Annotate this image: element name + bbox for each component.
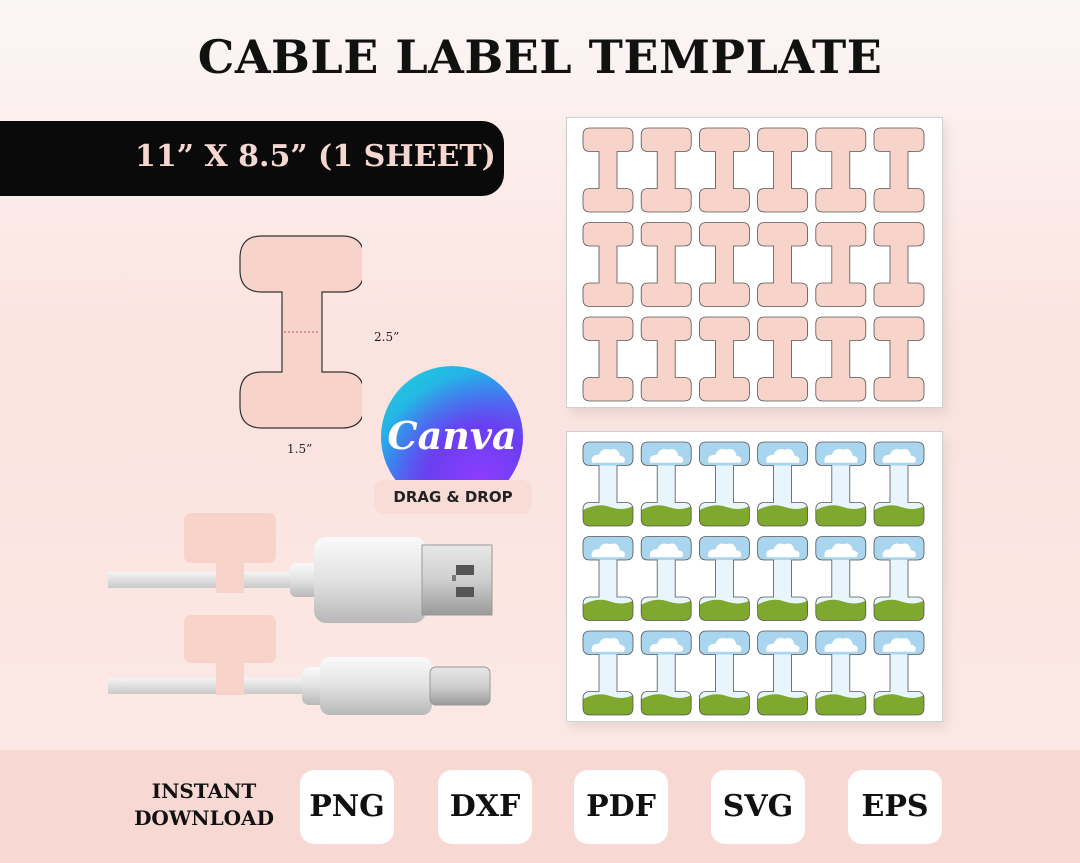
sheet-label [640,630,692,716]
sheet-label [640,536,692,621]
sheet-label [640,316,692,402]
sheet-label [815,222,867,307]
cable-illustration [108,513,493,715]
sheet-label [815,316,867,402]
height-dimension: 2.5” [374,330,400,344]
footer-bar: INSTANT DOWNLOAD PNG DXF PDF SVG EPS [0,750,1080,863]
sheet-label [582,536,634,621]
sheet-label [757,127,808,213]
decorated-label-grid [582,441,925,716]
usb-c-cable [108,615,491,715]
sheet-label [640,222,692,307]
instant-download-text: INSTANT DOWNLOAD [128,778,280,832]
sheet-label [757,316,808,402]
sheet-label [815,441,867,527]
cable-tag-1 [184,513,276,593]
sheet-label [815,127,867,213]
instant-line: INSTANT [151,779,257,803]
download-line: DOWNLOAD [134,806,274,830]
sheet-label [873,630,925,716]
sheet-label [582,630,634,716]
sheet-label [699,630,750,716]
sheet-label [582,441,634,527]
page-title: CABLE LABEL TEMPLATE [197,30,883,84]
plain-label-grid [582,127,925,402]
sheet-label [873,536,925,621]
sheet-label [873,127,925,213]
sheet-label [640,127,692,213]
decorated-label-sheet [566,431,943,722]
sheet-label [757,630,808,716]
sheet-label [640,441,692,527]
size-banner: 11” X 8.5” (1 SHEET) [0,121,504,196]
sheet-label [757,222,808,307]
format-badge-dxf: DXF [438,770,532,844]
format-badge-eps: EPS [848,770,942,844]
sheet-label [873,441,925,527]
sheet-label [815,536,867,621]
canva-logo-text: Canva [387,413,517,458]
usb-a-cable [108,513,493,623]
sheet-label [582,222,634,307]
label-diagram [239,235,362,429]
sheet-label [873,222,925,307]
sheet-label [699,127,750,213]
size-banner-text: 11” X 8.5” (1 SHEET) [135,139,496,174]
cable-tag-2 [184,615,276,695]
drag-drop-badge: DRAG & DROP [374,480,532,514]
format-badge-png: PNG [300,770,394,844]
sheet-label [582,316,634,402]
plain-label-sheet [566,117,943,408]
sheet-label [757,536,808,621]
sheet-label [757,441,808,527]
sheet-label [699,441,750,527]
sheet-label [699,222,750,307]
sheet-label [582,127,634,213]
width-dimension: 1.5” [287,442,313,456]
sheet-label [873,316,925,402]
format-badge-pdf: PDF [574,770,668,844]
sheet-label [699,316,750,402]
sheet-label [815,630,867,716]
sheet-label [699,536,750,621]
format-badge-svg: SVG [711,770,805,844]
